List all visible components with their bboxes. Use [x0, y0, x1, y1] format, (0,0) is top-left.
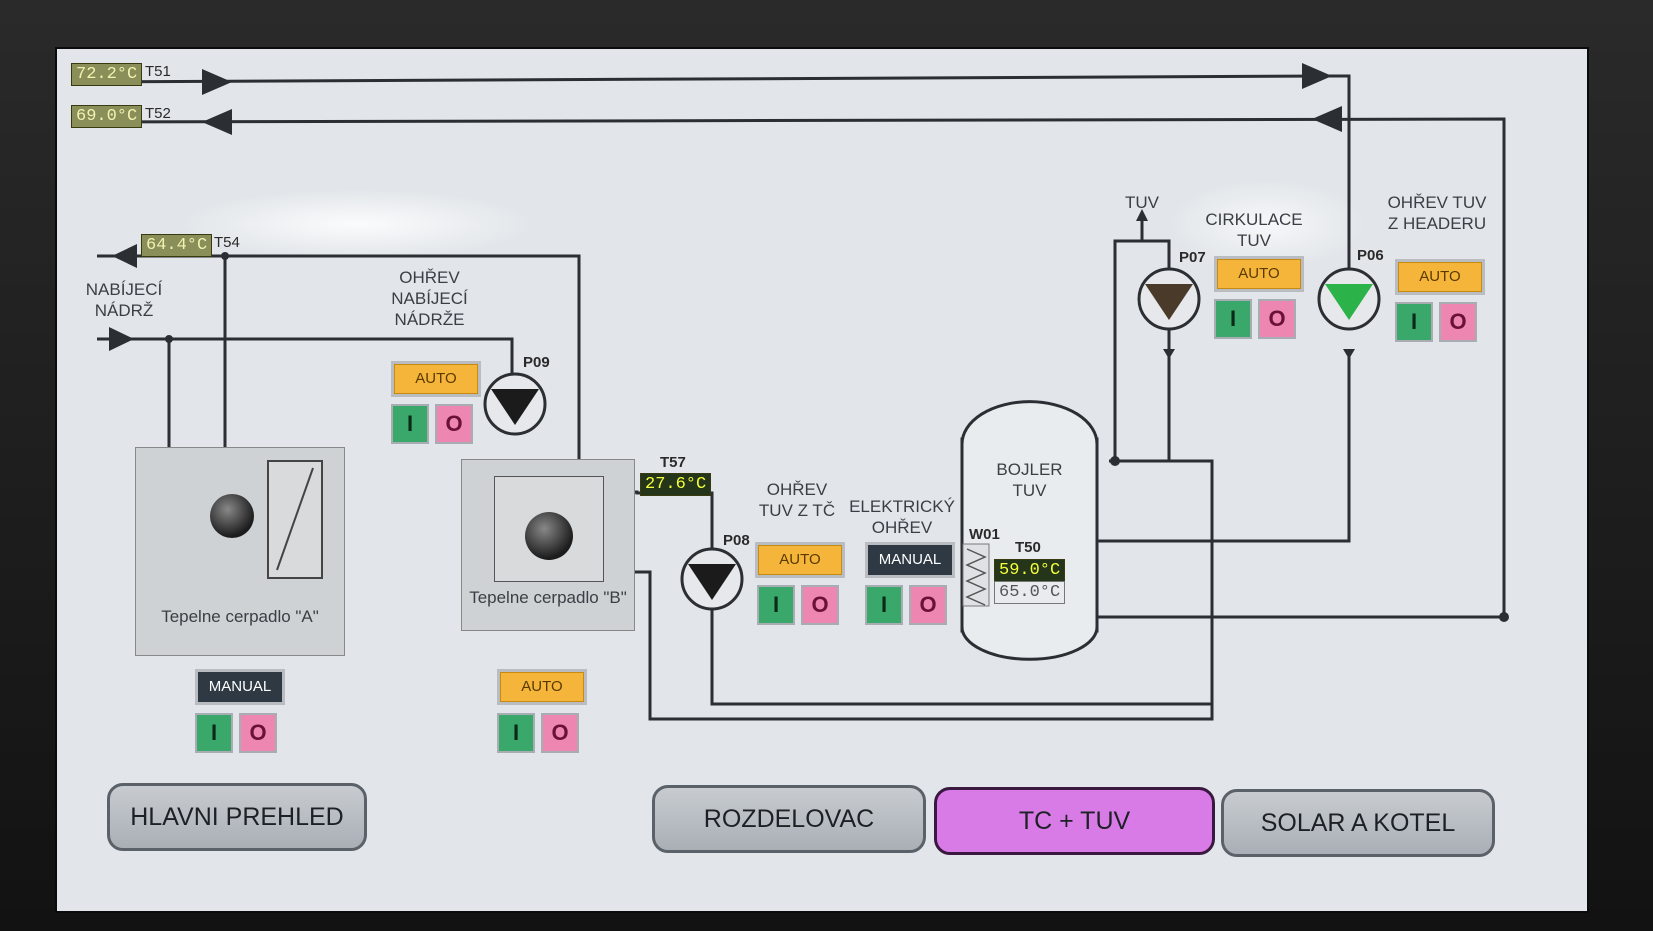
- p09-mode-button[interactable]: AUTO: [391, 361, 481, 397]
- t52-value: 69.0°C: [71, 105, 143, 128]
- nav-solar-a-kotel-button[interactable]: SOLAR A KOTEL: [1221, 789, 1495, 857]
- t50-setpoint[interactable]: 65.0°C: [994, 581, 1066, 604]
- nav-hlavni-prehled-button[interactable]: HLAVNI PREHLED: [107, 783, 367, 851]
- nav-tc-tuv-button[interactable]: TC + TUV: [934, 787, 1215, 855]
- t54-tag: T54: [214, 234, 240, 251]
- flow-arrow-icon: [202, 69, 232, 95]
- heat-pump-a: Tepelne cerpadlo "A": [135, 447, 345, 656]
- pump-icon: [483, 372, 547, 436]
- p06-off-button[interactable]: O: [1439, 302, 1477, 342]
- t57-tag: T57: [660, 454, 686, 471]
- ele-off-button[interactable]: O: [909, 585, 947, 625]
- p07-mode-button[interactable]: AUTO: [1214, 256, 1304, 292]
- p06-mode-button[interactable]: AUTO: [1395, 259, 1485, 295]
- flow-arrow-icon: [1312, 106, 1342, 132]
- pump-icon: [1317, 267, 1381, 331]
- compressor-icon: [525, 512, 573, 560]
- t51-tag: T51: [145, 63, 171, 80]
- p06-riser: [1327, 74, 1351, 309]
- nav-rozdelovac-button[interactable]: ROZDELOVAC: [652, 785, 926, 853]
- t57-value: 27.6°C: [640, 473, 712, 496]
- p08-tag: P08: [723, 532, 750, 549]
- hp-a-label: Tepelne cerpadlo "A": [161, 607, 319, 626]
- heating-coil-icon: [962, 543, 990, 607]
- t54-line: [97, 254, 581, 489]
- t54-value: 64.4°C: [141, 234, 213, 257]
- p09-off-button[interactable]: O: [435, 404, 473, 444]
- ele-mode-button[interactable]: MANUAL: [865, 542, 955, 578]
- hp-b-return: [602, 459, 1214, 721]
- hp-b-mode-button[interactable]: AUTO: [497, 669, 587, 705]
- hp-b-off-button[interactable]: O: [541, 713, 579, 753]
- flow-arrow-icon: [109, 327, 134, 351]
- pump-icon: [1137, 267, 1201, 331]
- t52-tag: T52: [145, 105, 171, 122]
- header-return-pipe: [71, 117, 1506, 619]
- cirkulace-tuv-label: CIRKULACE TUV: [1205, 210, 1303, 250]
- p07-on-button[interactable]: I: [1214, 299, 1252, 339]
- ohrev-tuv-z-tc-label: OHŘEV TUV Z TČ: [758, 480, 836, 520]
- p08-mode-button[interactable]: AUTO: [755, 542, 845, 578]
- header-supply-pipe: [71, 74, 1328, 84]
- pipe-diagram: [71, 63, 1509, 721]
- flow-arrow-icon: [1302, 63, 1332, 89]
- ohrev-nabijeci-label: OHŘEV NABÍJECÍ NÁDRŽE: [391, 268, 468, 329]
- hp-a-line-2: [223, 256, 265, 466]
- ohrev-tuv-z-headeru-label: OHŘEV TUV Z HEADERU: [1387, 193, 1487, 233]
- flow-arrow-icon: [1136, 209, 1148, 221]
- hmi-screen: Tepelne cerpadlo "A" Tepelne cerpadlo "B…: [55, 47, 1589, 913]
- flow-arrow-icon: [1163, 349, 1175, 359]
- hp-b-on-button[interactable]: I: [497, 713, 535, 753]
- p09-tag: P09: [523, 354, 550, 371]
- p07-off-button[interactable]: O: [1258, 299, 1296, 339]
- p08-on-button[interactable]: I: [757, 585, 795, 625]
- w01-tag: W01: [969, 526, 1000, 543]
- hp-b-label: Tepelne cerpadlo "B": [469, 588, 627, 607]
- t50-value: 59.0°C: [994, 559, 1066, 582]
- p06-tag: P06: [1357, 247, 1384, 264]
- heat-pump-b: Tepelne cerpadlo "B": [461, 459, 635, 631]
- flow-arrow-icon: [112, 244, 137, 268]
- p08-off-button[interactable]: O: [801, 585, 839, 625]
- screen-glare: [177, 189, 537, 259]
- p08-return: [710, 609, 1212, 706]
- p09-on-button[interactable]: I: [391, 404, 429, 444]
- hp-a-mode-button[interactable]: MANUAL: [195, 669, 285, 705]
- t50-tag: T50: [1015, 539, 1041, 556]
- p06-on-button[interactable]: I: [1395, 302, 1433, 342]
- elektricky-ohrev-label: ELEKTRICKÝ OHŘEV: [849, 497, 955, 537]
- heat-exchanger-icon: [267, 460, 323, 579]
- hp-a-on-button[interactable]: I: [195, 713, 233, 753]
- ele-on-button[interactable]: I: [865, 585, 903, 625]
- hp-a-off-button[interactable]: O: [239, 713, 277, 753]
- flow-arrow-icon: [1343, 349, 1355, 359]
- t51-value: 72.2°C: [71, 63, 143, 86]
- nabijeci-nadrz-label: NABÍJECÍ NÁDRŽ: [85, 280, 163, 320]
- bojler-tuv-label: BOJLER TUV: [996, 460, 1063, 500]
- p06-to-boiler: [1097, 349, 1351, 543]
- p07-tag: P07: [1179, 249, 1206, 266]
- screen-glare: [1167, 179, 1367, 269]
- tuv-label: TUV: [1125, 193, 1159, 212]
- compressor-icon: [210, 494, 254, 538]
- flow-arrow-icon: [202, 109, 232, 135]
- pump-icon: [680, 547, 744, 611]
